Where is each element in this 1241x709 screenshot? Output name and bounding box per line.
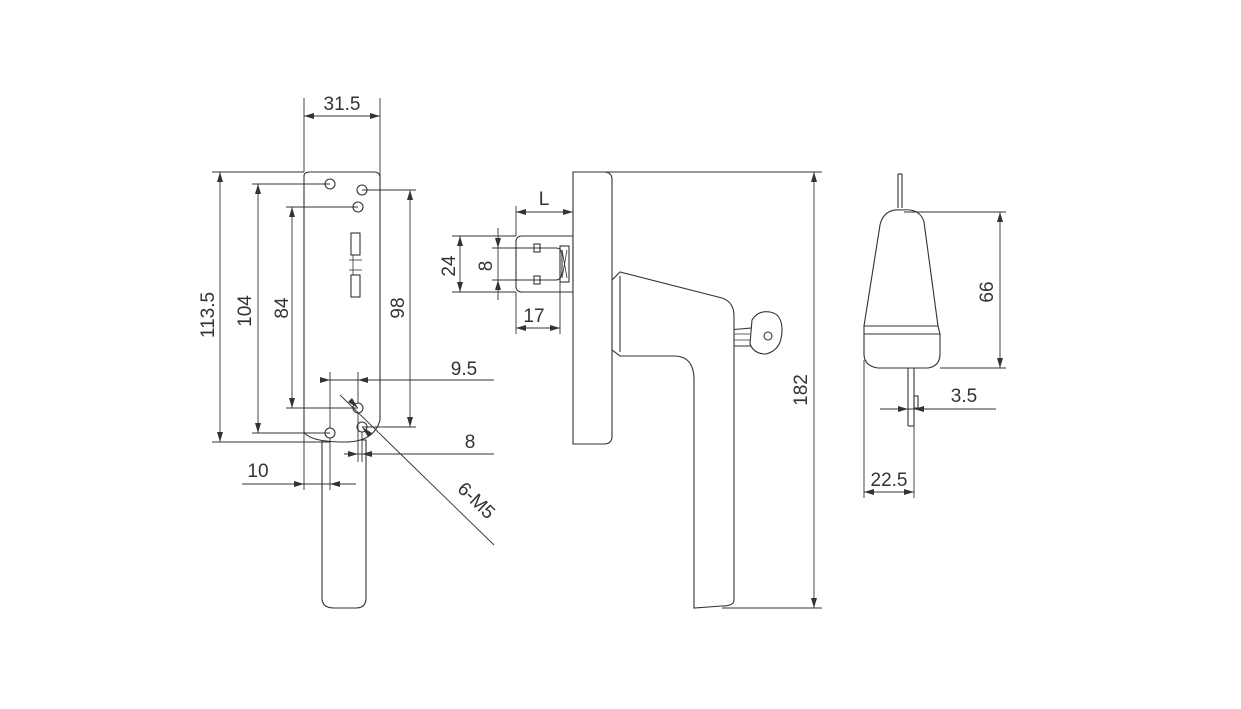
dim-31-5-label: 31.5 (324, 94, 361, 115)
knob-cone (863, 209, 939, 327)
dim-98-label: 98 (388, 297, 409, 318)
dim-24-label: 24 (439, 255, 460, 277)
dim-9-5-label: 9.5 (451, 359, 477, 380)
dim-84-label: 84 (272, 297, 293, 319)
dim-8-side-label: 8 (476, 261, 497, 272)
dim-10-label: 10 (247, 461, 268, 482)
dim-182-label: 182 (791, 374, 812, 406)
front-base-plate (303, 171, 381, 443)
knob-collar (863, 325, 941, 369)
side-view (515, 171, 783, 609)
slot-upper (350, 232, 361, 256)
front-lever (321, 439, 367, 609)
dim-L-label: L (539, 189, 550, 210)
dim-17-label: 17 (523, 306, 544, 327)
dim-113-5-label: 113.5 (198, 292, 219, 338)
front-view (303, 171, 381, 609)
front-dimensions: 31.5 113.5 104 84 98 9.5 (198, 94, 499, 546)
dim-104-label: 104 (235, 295, 256, 327)
dim-22-5-label: 22.5 (871, 470, 908, 491)
top-view (863, 173, 941, 427)
dim-8-label: 8 (465, 432, 476, 453)
key-icon (727, 311, 783, 355)
dim-6-m5-label: 6-M5 (453, 478, 499, 523)
top-dimensions: 66 3.5 22.5 (863, 211, 1006, 498)
side-base-plate (572, 171, 613, 445)
label-tag (559, 245, 570, 283)
slot-lower (350, 274, 361, 298)
dim-66-label: 66 (977, 281, 998, 302)
side-dimensions: L 24 8 17 182 (439, 171, 822, 609)
dim-3-5-label: 3.5 (951, 386, 977, 407)
side-lever (611, 271, 735, 609)
